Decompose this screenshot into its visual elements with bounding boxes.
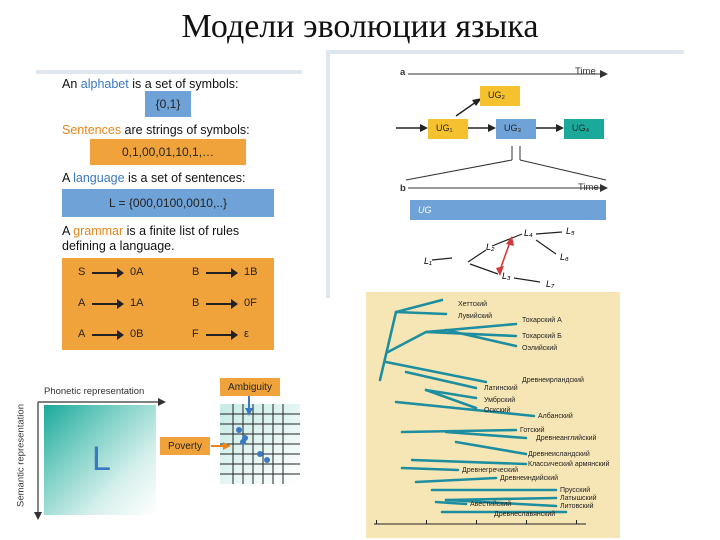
tree-label: Готский — [520, 426, 545, 434]
alphabet-definition: An alphabet is a set of symbols: — [62, 77, 239, 91]
rule-arrow — [206, 299, 238, 309]
l6-node: L₆ — [560, 252, 569, 262]
language-post: is a set of sentences: — [124, 171, 246, 185]
language-keyword: language — [73, 171, 125, 185]
rule-lhs: F — [192, 328, 199, 340]
rule-lhs: A — [78, 328, 86, 340]
language-box: L = {000,0100,0010,..} — [62, 189, 274, 217]
language-definition: A language is a set of sentences: — [62, 171, 245, 185]
panel-a-time: Time — [575, 66, 596, 77]
rule-rhs: 0A — [130, 266, 144, 278]
page-title: Модели эволюции языка — [181, 8, 539, 45]
tree-label: Лувийский — [458, 312, 492, 320]
rule-arrow — [92, 299, 124, 309]
rule-arrow — [206, 330, 238, 340]
tree-label: Прусский — [560, 486, 590, 494]
ug1-label: UG₁ — [436, 123, 453, 133]
divider-left — [36, 70, 302, 74]
y-axis-label: Semantic representation — [15, 404, 27, 507]
tree-label: Албанский — [538, 412, 573, 420]
grammar-keyword: grammar — [73, 224, 124, 238]
grammar-post: is a finite list of rules — [123, 224, 240, 238]
rule-arrow — [92, 268, 124, 278]
alphabet-keyword: alphabet — [80, 77, 129, 91]
l4-node: L₄ — [524, 228, 533, 238]
language-family-tree: Хеттский Лувийский Тохарский А Тохарский… — [366, 292, 620, 538]
language-region — [44, 405, 156, 515]
l5-node: L₅ — [566, 226, 575, 236]
tree-label: Литовский — [560, 502, 594, 510]
rule-lhs: B — [192, 297, 200, 309]
l1-node: L₁ — [424, 256, 432, 266]
divider-vertical — [326, 50, 330, 298]
rule-rhs: 0B — [130, 328, 144, 340]
language-pre: A — [62, 171, 74, 185]
tree-label: Оскский — [484, 406, 511, 414]
tree-label: Авестийский — [470, 500, 511, 508]
rule-rhs: 1B — [244, 266, 258, 278]
tree-label: Тохарский Б — [522, 332, 562, 340]
alphabet-box: {0,1} — [145, 91, 191, 117]
rule-arrow — [92, 330, 124, 340]
representation-axes — [34, 398, 166, 520]
ug3-label: UG₃ — [504, 123, 522, 133]
tree-label: Умбрский — [484, 396, 515, 404]
language-letter: L — [92, 440, 111, 478]
alphabet-pre: An — [62, 77, 81, 91]
rule-rhs: ε — [244, 328, 249, 340]
l3-node: L₃ — [502, 271, 511, 281]
rule-rhs: 1A — [130, 297, 144, 309]
poverty-label: Poverty — [160, 437, 210, 455]
sentences-post: are strings of symbols: — [121, 123, 250, 137]
ug2-label: UG₂ — [488, 90, 505, 100]
alphabet-post: is a set of symbols: — [128, 77, 239, 91]
tree-label: Латышский — [560, 494, 597, 502]
l7-node: L₇ — [546, 279, 555, 289]
panel-b-letter: b — [400, 183, 406, 194]
rule-lhs: A — [78, 297, 86, 309]
tree-label: Древнеисландский — [528, 450, 590, 458]
tree-label: Древнеиндийский — [500, 474, 558, 482]
ambiguity-label: Ambiguity — [220, 378, 280, 396]
tree-label: Древнеирландский — [522, 376, 584, 384]
tree-label: Латинский — [484, 384, 518, 392]
ug-bar-label: UG — [418, 205, 432, 215]
sentences-keyword: Sentences — [62, 123, 122, 137]
grammar-pre: A — [62, 224, 74, 238]
tree-label: Классический армянский — [528, 460, 610, 468]
grammar-definition-line2: defining a language. — [62, 239, 175, 253]
l2-node: L₂ — [486, 242, 495, 252]
rule-arrow — [206, 268, 238, 278]
ug4-label: UG₄ — [572, 123, 590, 133]
panel-a-letter: a — [400, 67, 406, 78]
x-axis-label: Phonetic representation — [44, 386, 145, 397]
rule-rhs: 0F — [244, 297, 257, 309]
sentences-box: 0,1,00,01,10,1,… — [90, 139, 246, 165]
tree-label: Древнеславянский — [494, 510, 555, 518]
rule-lhs: S — [78, 266, 86, 278]
grammar-definition: A grammar is a finite list of rules — [62, 224, 239, 238]
tree-label: Хеттский — [458, 300, 487, 308]
divider-right — [330, 50, 684, 54]
tree-label: Древнегреческий — [462, 466, 518, 474]
tree-label: Оэлийский — [522, 344, 557, 352]
panel-b-time: Time — [578, 182, 599, 193]
rule-lhs: B — [192, 266, 200, 278]
tree-label: Древнеанглийский — [536, 434, 597, 442]
tree-label: Тохарский А — [522, 316, 562, 324]
grid-diagram — [211, 396, 300, 484]
grammar-rules-box: S 0A B 1B A 1A B 0F A 0B F ε — [62, 258, 274, 350]
sentences-definition: Sentences are strings of symbols: — [62, 123, 250, 137]
ug-evolution-diagram — [396, 70, 608, 283]
